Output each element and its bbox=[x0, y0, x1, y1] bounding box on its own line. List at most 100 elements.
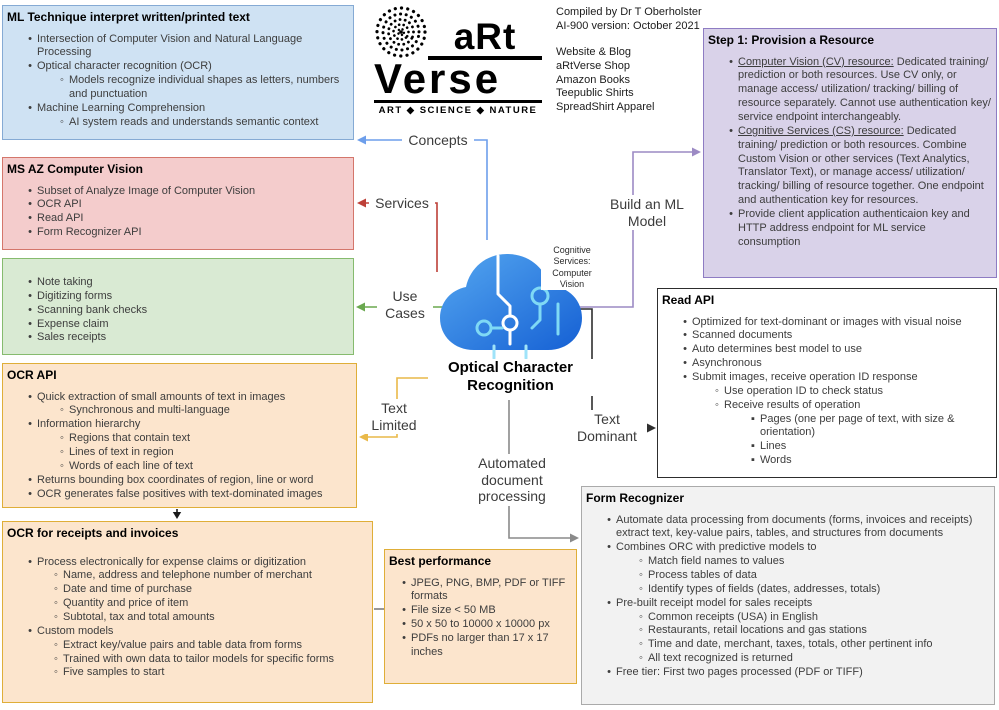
spiral-logo-icon bbox=[375, 6, 427, 58]
credit-link[interactable]: Teepublic Shirts bbox=[556, 87, 634, 100]
ocr-to-receipts-arrowhead bbox=[172, 512, 182, 519]
box-provision-resource: Step 1: Provision a Resource •Computer V… bbox=[703, 28, 997, 278]
credit-link[interactable]: aRtVerse Shop bbox=[556, 59, 630, 72]
box-ms-az-computer-vision: MS AZ Computer Vision •Subset of Analyze… bbox=[2, 157, 354, 250]
box-form-recognizer: Form Recognizer •Automate data processin… bbox=[581, 486, 995, 705]
list-item: •Scanning bank checks bbox=[28, 303, 148, 316]
list-item: ◦Quantity and price of item bbox=[54, 597, 189, 610]
box-ocr-api: OCR API •Quick extraction of small amoun… bbox=[2, 363, 357, 508]
list-item: •Free tier: First two pages processed (P… bbox=[607, 666, 863, 679]
label-concepts: Concepts bbox=[402, 131, 474, 150]
list-item: ◦Five samples to start bbox=[54, 666, 165, 679]
box-list: •Intersection of Computer Vision and Nat… bbox=[3, 26, 353, 130]
box-list: •Optimized for text-dominant or images w… bbox=[658, 309, 996, 468]
box-ml-technique: ML Technique interpret written/printed t… bbox=[2, 5, 354, 140]
list-item: •Form Recognizer API bbox=[28, 226, 142, 239]
list-item: •OCR API bbox=[28, 198, 82, 211]
list-item: •Quick extraction of small amounts of te… bbox=[28, 390, 286, 403]
list-item: ◦Common receipts (USA) in English bbox=[639, 610, 818, 623]
list-item: ◦Words of each line of text bbox=[60, 459, 193, 472]
box-list: •Automate data processing from documents… bbox=[582, 507, 994, 680]
list-item: ◦Subtotal, tax and total amounts bbox=[54, 611, 215, 624]
concepts-line bbox=[365, 139, 488, 240]
automated-doc-line bbox=[508, 400, 572, 539]
list-item: ◦Models recognize individual shapes as l… bbox=[60, 74, 340, 101]
list-item: •Digitizing forms bbox=[28, 289, 113, 302]
label-services: Services bbox=[369, 194, 435, 213]
list-item: •Cognitive Services (CS) resource: Dedic… bbox=[729, 124, 984, 207]
concepts-arrowhead bbox=[357, 135, 366, 145]
list-item: ▪Words bbox=[751, 454, 792, 467]
automated-doc-arrowhead bbox=[570, 533, 579, 543]
box-title: Read API bbox=[662, 293, 715, 307]
text-dominant-arrowhead bbox=[647, 423, 656, 433]
list-item: ◦Trained with own data to tailor models … bbox=[54, 652, 335, 665]
list-item: ◦Identify types of fields (dates, addres… bbox=[639, 582, 881, 595]
list-item: •Asynchronous bbox=[683, 357, 762, 370]
build-ml-arrowhead bbox=[692, 147, 701, 157]
box-list: •Process electronically for expense clai… bbox=[3, 542, 372, 681]
use-cases-arrowhead bbox=[356, 302, 365, 312]
list-item: ◦Restaurants, retail locations and gas s… bbox=[639, 624, 867, 637]
list-item: •Optical character recognition (OCR) bbox=[28, 60, 212, 73]
list-item: ▪Lines bbox=[751, 440, 787, 453]
list-item: ◦Lines of text in region bbox=[60, 446, 174, 459]
box-list: •Computer Vision (CV) resource: Dedicate… bbox=[704, 49, 996, 250]
box-title: Step 1: Provision a Resource bbox=[708, 33, 875, 47]
logo-word-art: aRt bbox=[428, 18, 542, 60]
list-item: •Combines ORC with predictive models to bbox=[607, 541, 817, 554]
list-item: •Submit images, receive operation ID res… bbox=[683, 371, 918, 384]
list-item: •Automate data processing from documents… bbox=[607, 513, 973, 540]
cloud-caption: Cognitive Services: Computer Vision bbox=[541, 245, 603, 290]
box-read-api: Read API •Optimized for text-dominant or… bbox=[657, 288, 997, 478]
list-item: ◦Name, address and telephone number of m… bbox=[54, 569, 312, 582]
list-item: ◦Extract key/value pairs and table data … bbox=[54, 638, 303, 651]
list-item: •Intersection of Computer Vision and Nat… bbox=[28, 32, 303, 59]
list-item: ◦Date and time of purchase bbox=[54, 583, 193, 596]
list-item: ◦AI system reads and understands semanti… bbox=[60, 115, 319, 128]
list-item: •Read API bbox=[28, 212, 84, 225]
list-item: •Returns bounding box coordinates of reg… bbox=[28, 473, 314, 486]
list-item: •Optimized for text-dominant or images w… bbox=[683, 315, 962, 328]
label-build-ml-model: Build an ML Model bbox=[608, 195, 686, 231]
box-title: Form Recognizer bbox=[586, 491, 685, 505]
box-best-performance: Best performance •JPEG, PNG, BMP, PDF or… bbox=[384, 549, 577, 684]
list-item: •File size < 50 MB bbox=[402, 604, 496, 617]
diagram-title: Optical Character Recognition bbox=[428, 359, 593, 396]
box-title: ML Technique interpret written/printed t… bbox=[7, 10, 250, 24]
box-list: •Quick extraction of small amounts of te… bbox=[3, 384, 356, 502]
box-list: •JPEG, PNG, BMP, PDF or TIFF formats•Fil… bbox=[385, 570, 576, 660]
credit-link[interactable]: SpreadShirt Apparel bbox=[556, 100, 655, 113]
list-item: •Sales receipts bbox=[28, 331, 107, 344]
services-line bbox=[365, 202, 438, 272]
list-item: •Pre-built receipt model for sales recei… bbox=[607, 596, 813, 609]
list-item: ◦Process tables of data bbox=[639, 569, 757, 582]
artverse-logo: aRt Verse ART ◆ SCIENCE ◆ NATURE bbox=[374, 4, 542, 116]
box-title: Best performance bbox=[389, 554, 492, 568]
list-item: •Expense claim bbox=[28, 317, 109, 330]
label-text-dominant: Text Dominant bbox=[567, 410, 647, 446]
list-item: •Machine Learning Comprehension bbox=[28, 101, 206, 114]
services-arrowhead bbox=[357, 198, 366, 208]
list-item: •Information hierarchy bbox=[28, 418, 141, 431]
label-text-limited: Text Limited bbox=[363, 399, 425, 435]
list-item: •JPEG, PNG, BMP, PDF or TIFF formats bbox=[402, 576, 566, 603]
list-item: •Custom models bbox=[28, 624, 114, 637]
list-item: •Process electronically for expense clai… bbox=[28, 555, 307, 568]
box-list: •Note taking•Digitizing forms•Scanning b… bbox=[3, 259, 353, 345]
list-item: •PDFs no larger than 17 x 17 inches bbox=[402, 632, 549, 658]
box-ocr-receipts-invoices: OCR for receipts and invoices •Process e… bbox=[2, 521, 373, 703]
list-item: ◦Match field names to values bbox=[639, 555, 785, 568]
list-item: •Note taking bbox=[28, 276, 93, 288]
text-limited-arrowhead bbox=[359, 432, 368, 442]
credit-link[interactable]: Website & Blog bbox=[556, 46, 632, 59]
list-item: ◦Regions that contain text bbox=[60, 432, 191, 445]
list-item: •OCR generates false positives with text… bbox=[28, 487, 323, 500]
list-item: •Auto determines best model to use bbox=[683, 343, 862, 356]
box-title: MS AZ Computer Vision bbox=[7, 162, 144, 176]
list-item: •Scanned documents bbox=[683, 329, 793, 342]
list-item: ◦Receive results of operation bbox=[715, 398, 861, 411]
credit-link[interactable]: Amazon Books bbox=[556, 73, 630, 86]
list-item: ▪Pages (one per page of text, with size … bbox=[751, 412, 955, 439]
